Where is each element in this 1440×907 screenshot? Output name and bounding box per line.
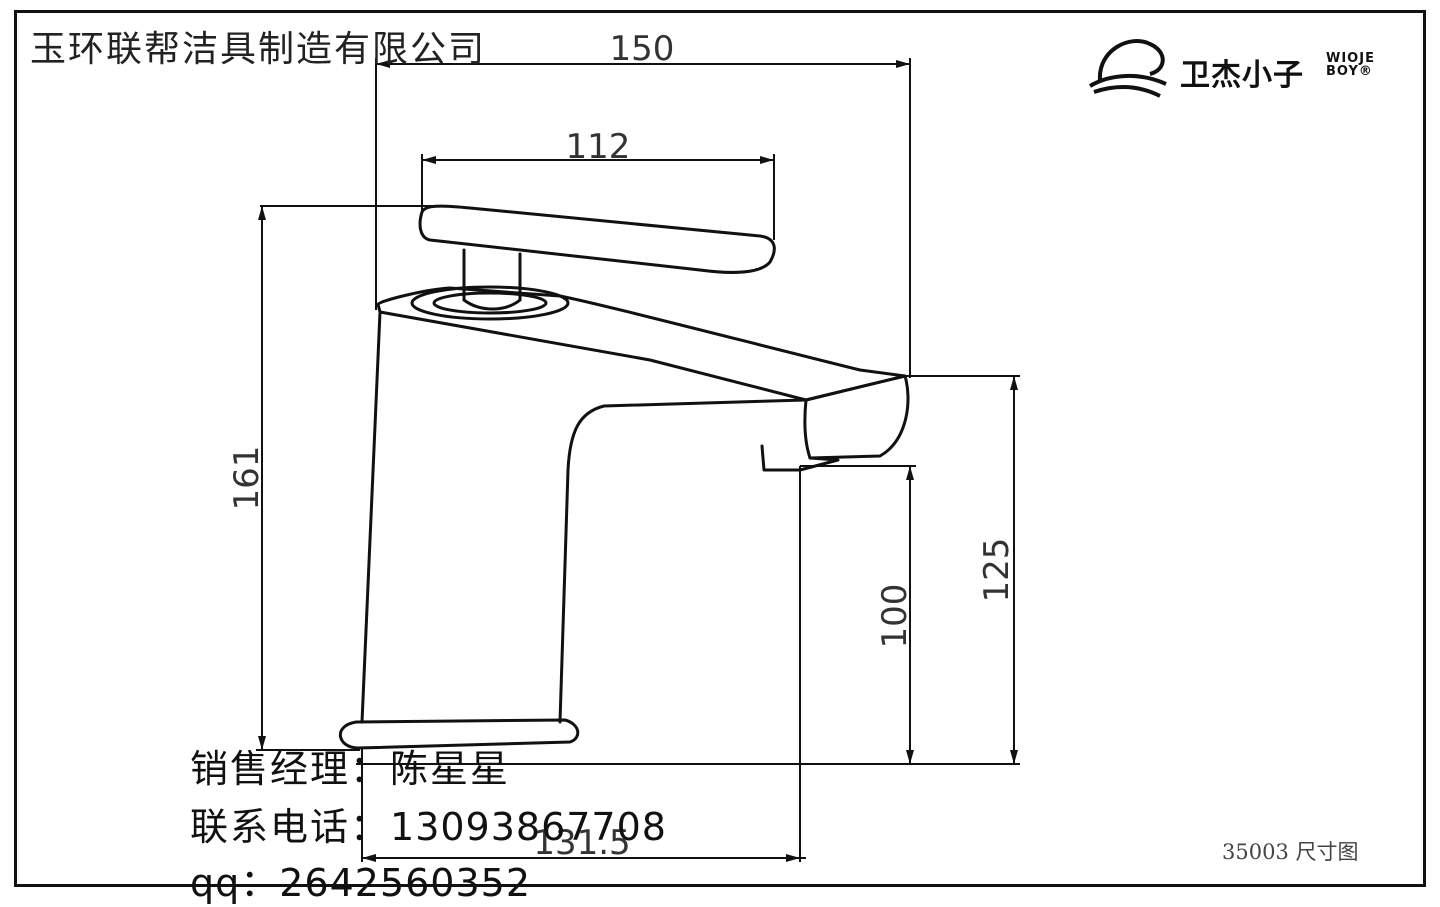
brand-en-top: WIOJE [1326,51,1375,66]
qq-number: 2642560352 [279,861,532,905]
base-plate [338,718,580,750]
handle-lever [418,204,776,274]
qq-label: qq： [190,861,280,905]
dim-total-length: 150 [610,29,675,69]
phone-label: 联系电话： [190,805,391,849]
cartridge-ring [410,285,570,321]
contact-manager: 销售经理：陈星星 [190,738,510,793]
company-name: 玉环联帮洁具制造有限公司 [30,29,487,70]
manager-name: 陈星星 [390,747,511,791]
manager-label: 销售经理： [190,747,391,791]
brand-en-bottom: BOY® [1326,64,1373,79]
contact-qq: qq：2642560352 [190,852,531,907]
brand-name-en: WIOJE BOY® [1326,52,1375,78]
dim-spout-height: 125 [977,538,1017,603]
brand-logo-icon [1088,39,1167,98]
dim-outlet-height: 100 [875,584,915,649]
spout-nose [803,374,910,460]
contact-phone: 联系电话：13093867708 [190,796,667,851]
dim-handle-length: 112 [566,127,631,167]
dim-total-height: 161 [227,446,267,511]
phone-number: 13093867708 [390,805,667,849]
model-caption: 35003 尺寸图 [1222,840,1359,864]
faucet-body-top [376,286,907,402]
faucet-body [360,310,808,724]
drawing-frame [14,10,1426,887]
dim-reach: 131.5 [533,823,630,863]
brand-name-cn: 卫杰小子 [1180,58,1304,93]
